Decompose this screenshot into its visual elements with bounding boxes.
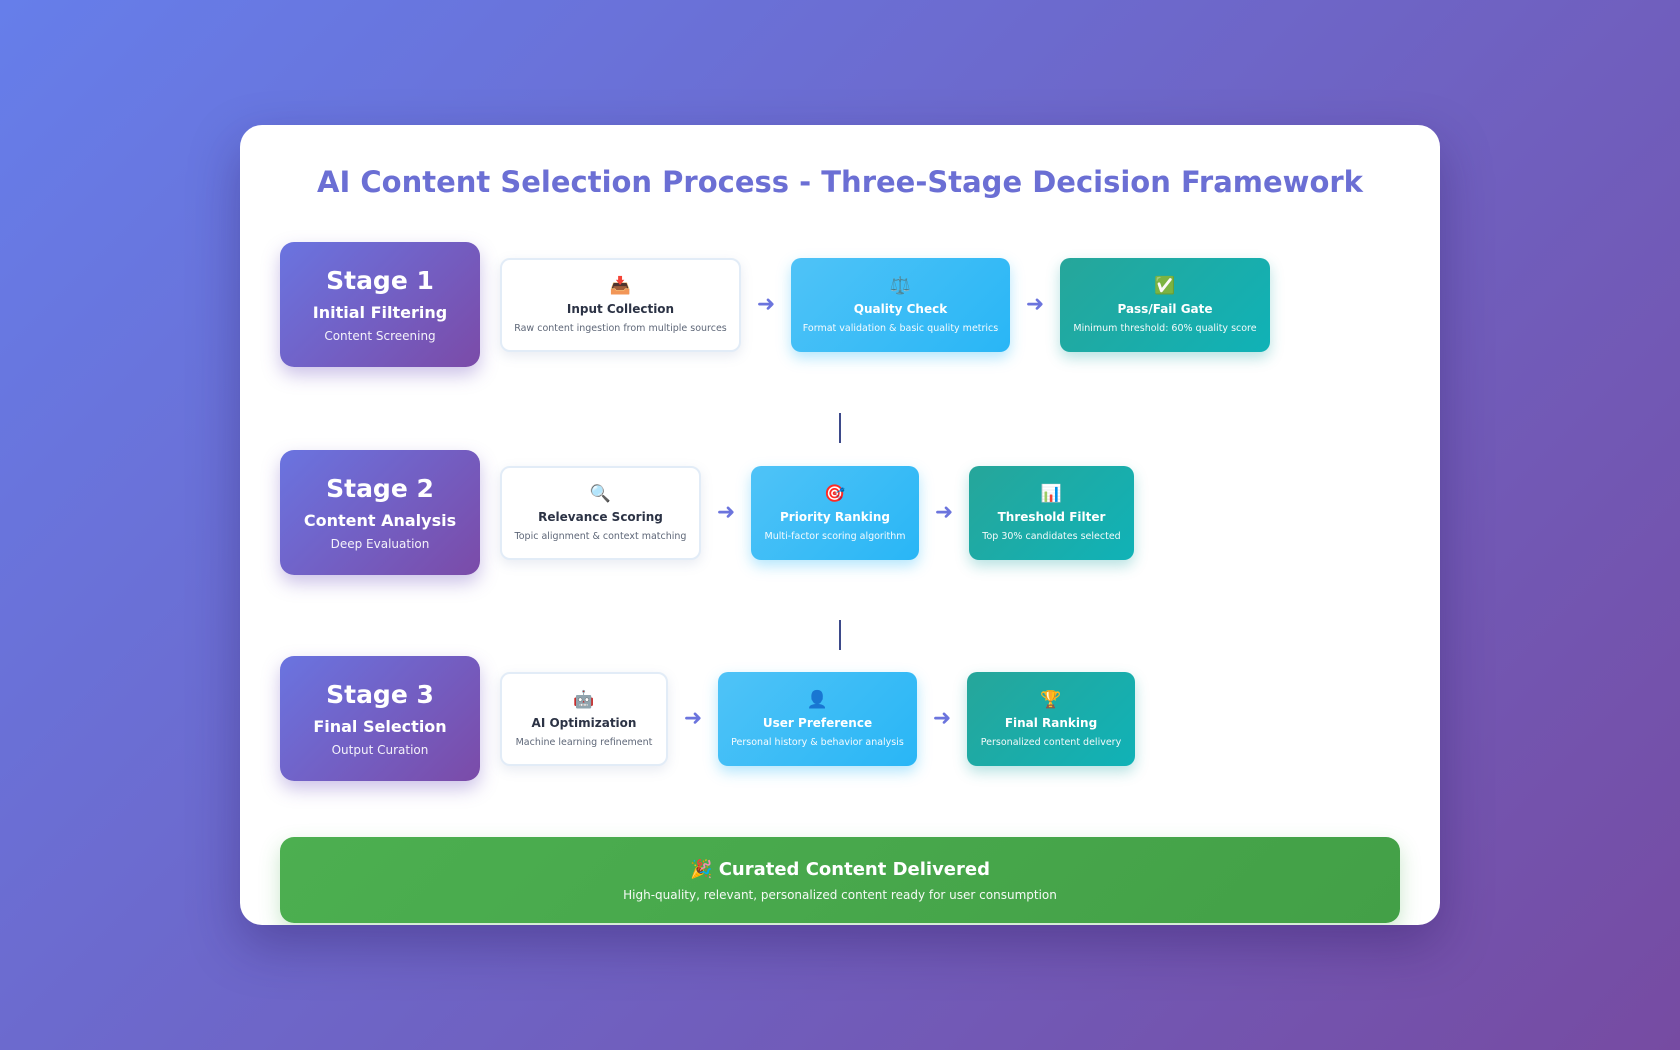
- trophy-icon: 🏆: [1040, 689, 1062, 710]
- step-quality-check: ⚖️ Quality Check Format validation & bas…: [791, 257, 1010, 352]
- step-description: Personalized content delivery: [980, 736, 1122, 748]
- arrow-right-icon: ➜: [683, 706, 703, 731]
- step-relevance-scoring: 🔍 Relevance Scoring Topic alignment & co…: [500, 465, 701, 560]
- step-input-collection: 📥 Input Collection Raw content ingestion…: [500, 257, 741, 352]
- stage-row-2: Stage 2 Content Analysis Deep Evaluation…: [280, 450, 1134, 575]
- arrow-right-icon: ➜: [1025, 292, 1045, 317]
- step-title: Relevance Scoring: [538, 509, 663, 524]
- step-title: Quality Check: [853, 301, 948, 316]
- stage-label-1: Stage 1 Initial Filtering Content Screen…: [280, 242, 480, 367]
- stage-number: Stage 3: [326, 680, 434, 709]
- arrow-right-icon: ➜: [756, 292, 776, 317]
- stage-number: Stage 1: [326, 266, 434, 295]
- stage-name: Final Selection: [313, 717, 447, 736]
- balance-scale-icon: ⚖️: [889, 275, 912, 296]
- stage-name: Initial Filtering: [312, 303, 448, 322]
- user-icon: 👤: [806, 689, 829, 710]
- step-description: Top 30% candidates selected: [982, 530, 1121, 542]
- party-popper-icon: 🎉: [689, 858, 713, 880]
- step-title: User Preference: [762, 715, 873, 730]
- stage-name: Content Analysis: [303, 511, 457, 530]
- step-final-ranking: 🏆 Final Ranking Personalized content del…: [967, 671, 1135, 766]
- arrow-right-icon: ➜: [934, 500, 954, 525]
- stage-row-1: Stage 1 Initial Filtering Content Screen…: [280, 242, 1270, 367]
- stage-subtitle: Deep Evaluation: [330, 537, 430, 551]
- step-title: Priority Ranking: [780, 509, 890, 524]
- inbox-tray-icon: 📥: [609, 275, 632, 296]
- step-title: Final Ranking: [1004, 715, 1098, 730]
- curated-content-banner: 🎉 Curated Content Delivered High-quality…: [280, 837, 1400, 923]
- step-description: Multi-factor scoring algorithm: [764, 530, 906, 542]
- step-title: Pass/Fail Gate: [1117, 301, 1213, 316]
- step-description: Format validation & basic quality metric…: [802, 322, 999, 334]
- stage-label-2: Stage 2 Content Analysis Deep Evaluation: [280, 450, 480, 575]
- bar-chart-icon: 📊: [1040, 483, 1063, 504]
- target-icon: 🎯: [824, 483, 846, 504]
- step-ai-optimization: 🤖 AI Optimization Machine learning refin…: [500, 671, 668, 766]
- step-description: Personal history & behavior analysis: [731, 736, 904, 748]
- step-priority-ranking: 🎯 Priority Ranking Multi-factor scoring …: [751, 465, 919, 560]
- banner-title: 🎉 Curated Content Delivered: [690, 859, 990, 880]
- step-pass-fail-gate: ✅ Pass/Fail Gate Minimum threshold: 60% …: [1060, 257, 1270, 352]
- step-description: Raw content ingestion from multiple sour…: [514, 322, 727, 334]
- stage-row-3: Stage 3 Final Selection Output Curation …: [280, 656, 1135, 781]
- arrow-right-icon: ➜: [932, 706, 952, 731]
- diagram-title: AI Content Selection Process - Three-Sta…: [317, 165, 1363, 199]
- step-description: Minimum threshold: 60% quality score: [1073, 322, 1257, 334]
- step-description: Machine learning refinement: [515, 736, 653, 748]
- magnifier-icon: 🔍: [589, 483, 612, 504]
- arrow-right-icon: ➜: [716, 500, 736, 525]
- banner-subtitle: High-quality, relevant, personalized con…: [623, 887, 1057, 902]
- stage-subtitle: Content Screening: [324, 329, 436, 343]
- banner-title-text: Curated Content Delivered: [718, 858, 990, 880]
- step-title: Threshold Filter: [997, 509, 1106, 524]
- stage-subtitle: Output Curation: [331, 743, 429, 757]
- step-threshold-filter: 📊 Threshold Filter Top 30% candidates se…: [969, 465, 1134, 560]
- robot-icon: 🤖: [573, 689, 595, 710]
- stage-number: Stage 2: [326, 474, 434, 503]
- check-mark-icon: ✅: [1154, 275, 1176, 296]
- stage-label-3: Stage 3 Final Selection Output Curation: [280, 656, 480, 781]
- stage-connector: [839, 413, 841, 443]
- stage-connector: [839, 620, 841, 650]
- step-description: Topic alignment & context matching: [514, 530, 687, 542]
- step-title: Input Collection: [566, 301, 675, 316]
- step-user-preference: 👤 User Preference Personal history & beh…: [718, 671, 917, 766]
- step-title: AI Optimization: [531, 715, 637, 730]
- diagram-card: AI Content Selection Process - Three-Sta…: [240, 125, 1440, 925]
